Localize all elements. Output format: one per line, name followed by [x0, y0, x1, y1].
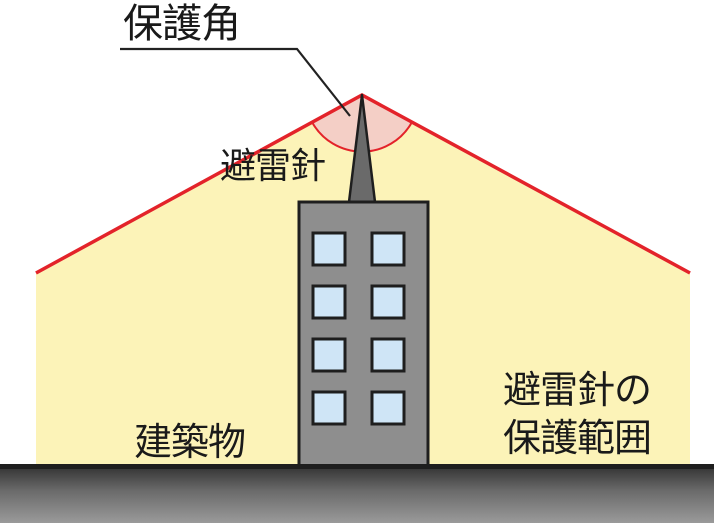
protection-range-label-line2: 保護範囲 — [503, 416, 652, 460]
building-windows — [311, 231, 406, 426]
building-label: 建築物 — [134, 420, 246, 464]
protection-range-label-line1: 避雷針の — [503, 368, 652, 412]
window — [311, 390, 347, 426]
ground-top-edge — [0, 464, 714, 469]
protection-angle-label: 保護角 — [123, 1, 241, 47]
window — [370, 390, 406, 426]
protection-angle-leader-line — [120, 47, 351, 117]
window — [311, 284, 347, 320]
window — [311, 231, 347, 267]
window — [370, 284, 406, 320]
window — [370, 231, 406, 267]
ground — [0, 464, 714, 523]
window — [370, 337, 406, 373]
window — [311, 337, 347, 373]
lightning-rod-label: 避雷針 — [220, 146, 326, 187]
